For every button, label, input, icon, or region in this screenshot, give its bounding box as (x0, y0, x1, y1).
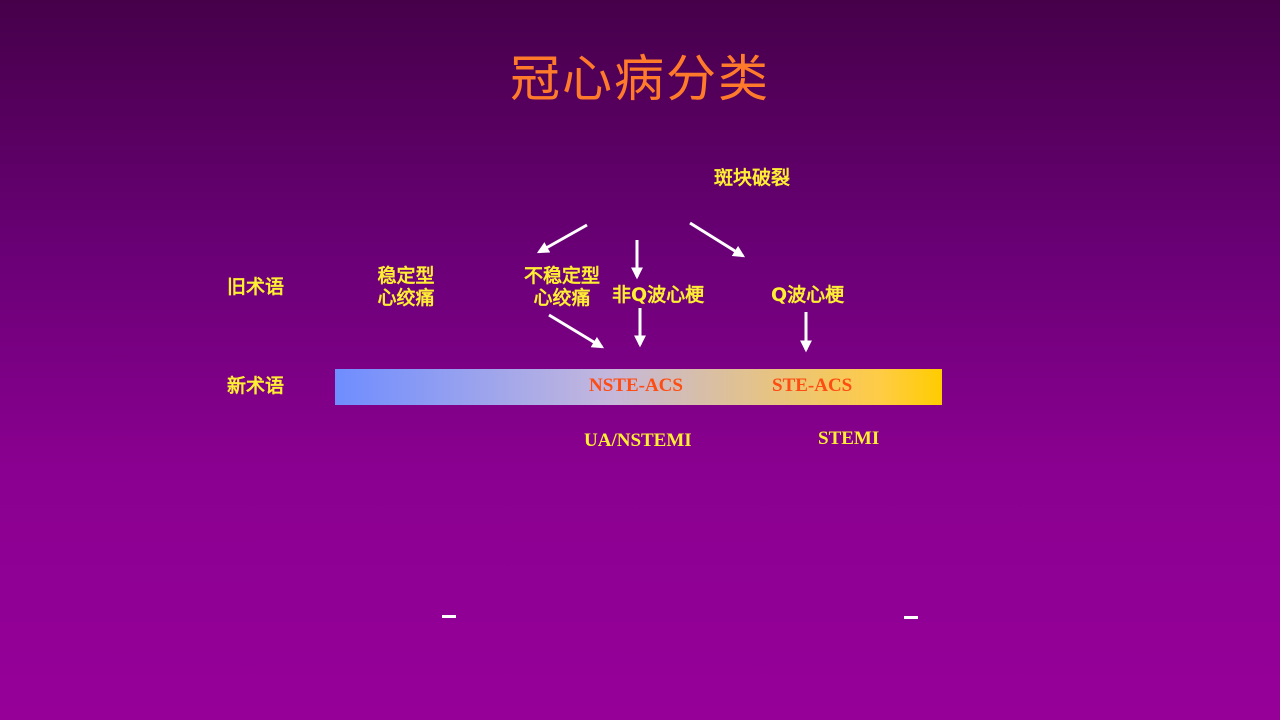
arrow-to-q-wave-mi (689, 221, 746, 258)
slide-title: 冠心病分类 (510, 50, 770, 108)
left-dash-mark (442, 615, 456, 618)
stable-angina-label: 稳定型 心绞痛 (366, 265, 446, 309)
old-terminology-label: 旧术语 (227, 276, 285, 298)
q-wave-mi-label: Q波心梗 (771, 284, 845, 306)
ua-nstemi-label: UA/NSTEMI (584, 430, 692, 451)
stemi-label: STEMI (818, 428, 880, 449)
arrow-unstable-to-nste-acs (548, 313, 605, 349)
right-dash-mark (904, 616, 918, 619)
unstable-angina-line2: 心绞痛 (533, 287, 591, 309)
ste-acs-label: STE-ACS (772, 375, 853, 396)
nste-acs-label: NSTE-ACS (589, 375, 683, 396)
new-terminology-label: 新术语 (227, 375, 285, 397)
unstable-angina-label: 不稳定型 心绞痛 (512, 265, 612, 309)
stable-angina-line2: 心绞痛 (377, 287, 435, 309)
unstable-angina-line1: 不稳定型 (523, 265, 600, 287)
stable-angina-line1: 稳定型 (377, 265, 435, 287)
plaque-rupture-label: 斑块破裂 (714, 167, 791, 189)
non-q-wave-mi-label: 非Q波心梗 (612, 284, 705, 306)
terminology-gradient-bar (335, 369, 942, 405)
arrow-to-unstable-angina (536, 223, 588, 254)
